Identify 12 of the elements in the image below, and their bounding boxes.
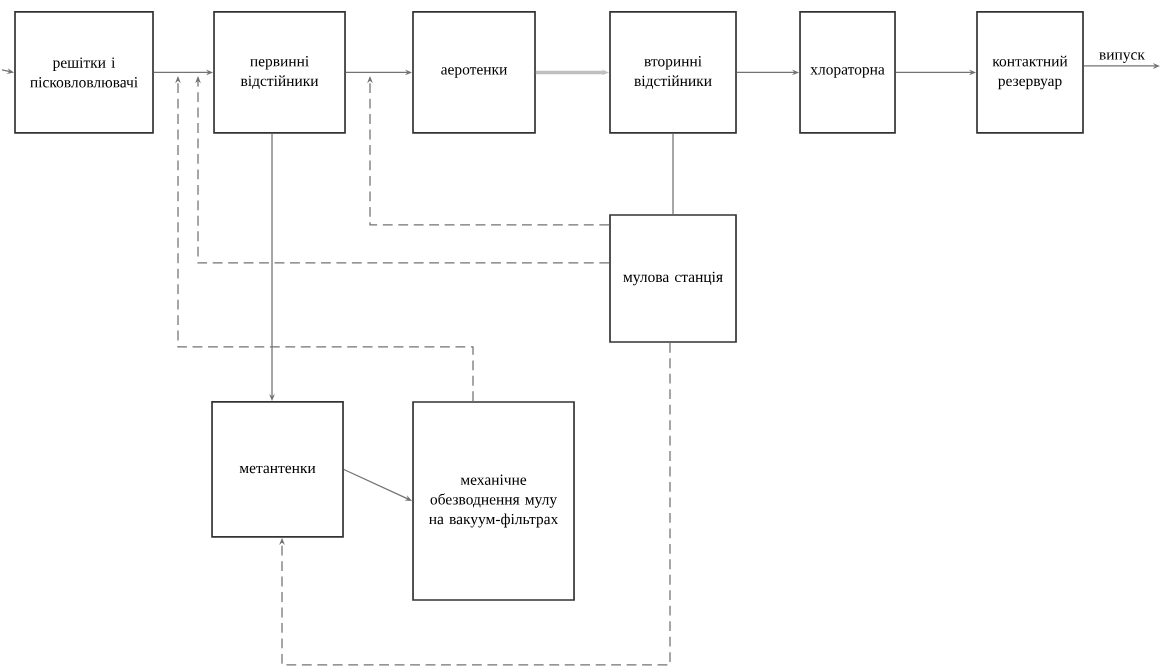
process-box: первинні відстійники (213, 11, 346, 134)
process-box: механічне обезводнення мулу на вакуум-фільтрах (412, 401, 575, 601)
edge-label: випуск (1097, 50, 1147, 65)
process-box: метантенки (211, 401, 344, 538)
process-box: вторинні відстійники (609, 11, 737, 134)
process-box: решітки і пісковловлювачі (14, 11, 154, 134)
process-box: мулова станція (609, 214, 737, 343)
process-box: аеротенки (412, 11, 536, 134)
arrow (279, 342, 671, 666)
process-box: хлораторна (799, 11, 896, 134)
connector-line (672, 133, 674, 215)
process-box: контактний резервуар (976, 11, 1084, 134)
